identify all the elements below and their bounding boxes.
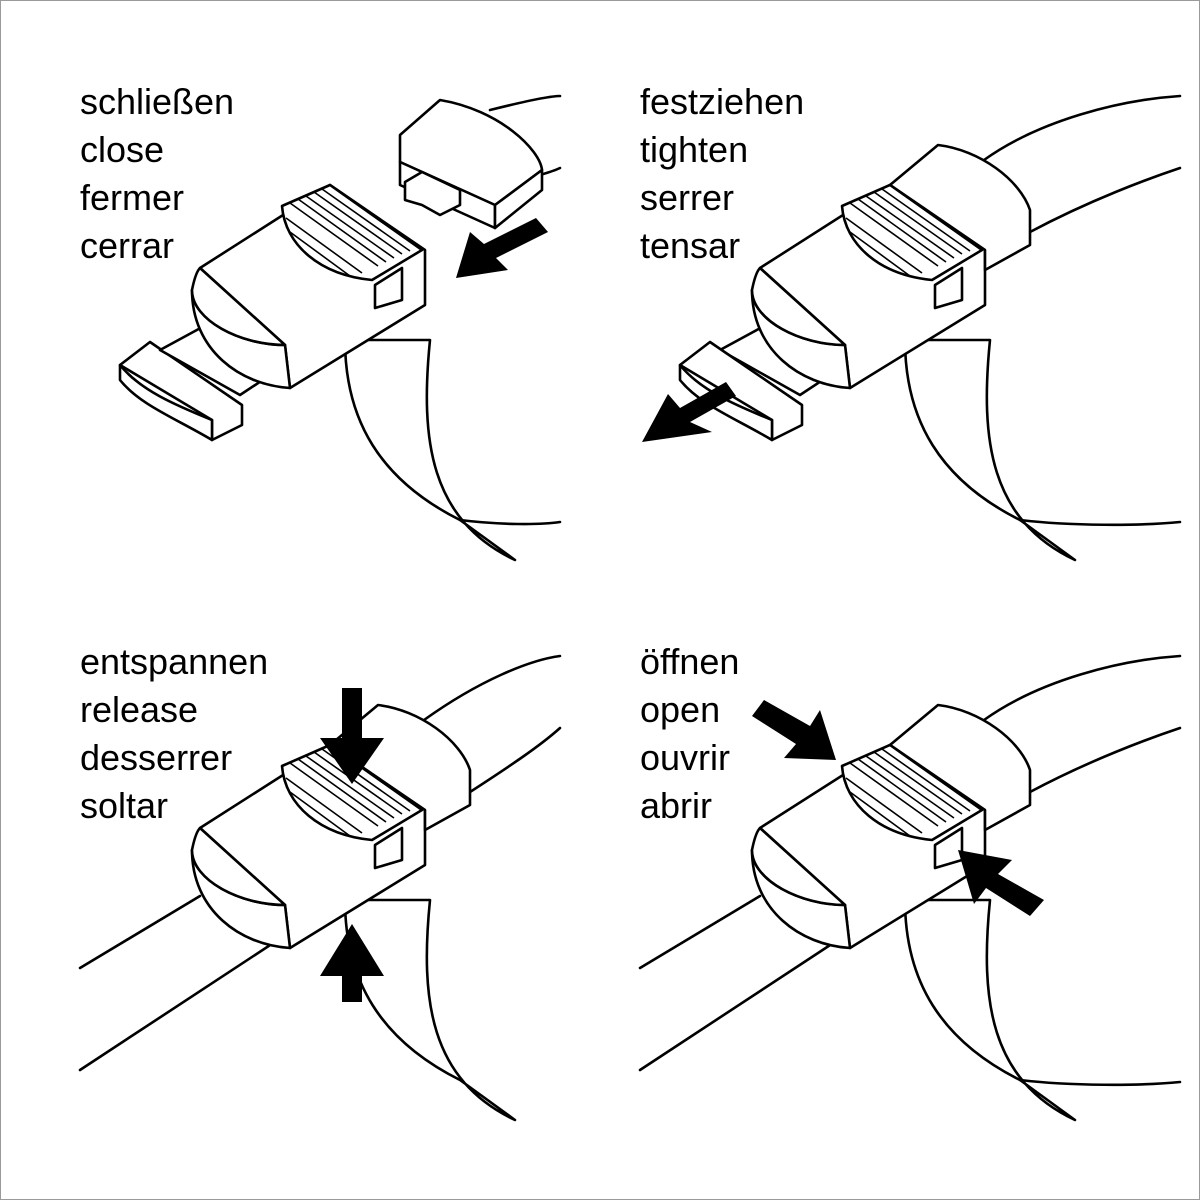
arrow-icon	[752, 700, 836, 760]
buckle-release-illustration	[78, 654, 562, 1122]
panel-open: öffnen open ouvrir abrir	[560, 560, 1182, 1160]
label-en: open	[640, 689, 721, 730]
label-group-open: öffnen open ouvrir abrir	[640, 638, 739, 830]
label-group-release: entspannen release desserrer soltar	[80, 638, 268, 830]
label-de: schließen	[80, 81, 235, 122]
label-en: release	[80, 689, 199, 730]
label-fr: desserrer	[80, 737, 233, 778]
panel-release: entspannen release desserrer soltar	[0, 560, 600, 1160]
label-group-tighten: festziehen tighten serrer tensar	[640, 78, 804, 270]
label-de: festziehen	[640, 81, 805, 122]
buckle-tighten-illustration	[642, 94, 1182, 562]
label-es: soltar	[80, 785, 169, 826]
arrow-icon	[456, 218, 548, 278]
arrow-icon	[958, 850, 1044, 916]
label-fr: ouvrir	[640, 737, 731, 778]
label-de: entspannen	[80, 641, 269, 682]
panel-tighten: festziehen tighten serrer tensar	[560, 0, 1182, 600]
label-fr: fermer	[80, 177, 185, 218]
label-en: close	[80, 129, 165, 170]
ribbed-pad-hatch	[285, 188, 411, 277]
buckle-open-illustration	[638, 654, 1182, 1122]
label-es: cerrar	[80, 225, 175, 266]
label-group-close: schließen close fermer cerrar	[80, 78, 234, 270]
label-en: tighten	[640, 129, 749, 170]
label-de: öffnen	[640, 641, 740, 682]
panel-close: schließen close fermer cerrar	[0, 0, 600, 600]
label-es: tensar	[640, 225, 741, 266]
label-es: abrir	[640, 785, 713, 826]
arrow-icon	[320, 688, 384, 784]
arrow-icon	[642, 382, 736, 442]
arrow-icon	[320, 924, 384, 1002]
label-fr: serrer	[640, 177, 735, 218]
buckle-close-illustration	[118, 94, 562, 562]
